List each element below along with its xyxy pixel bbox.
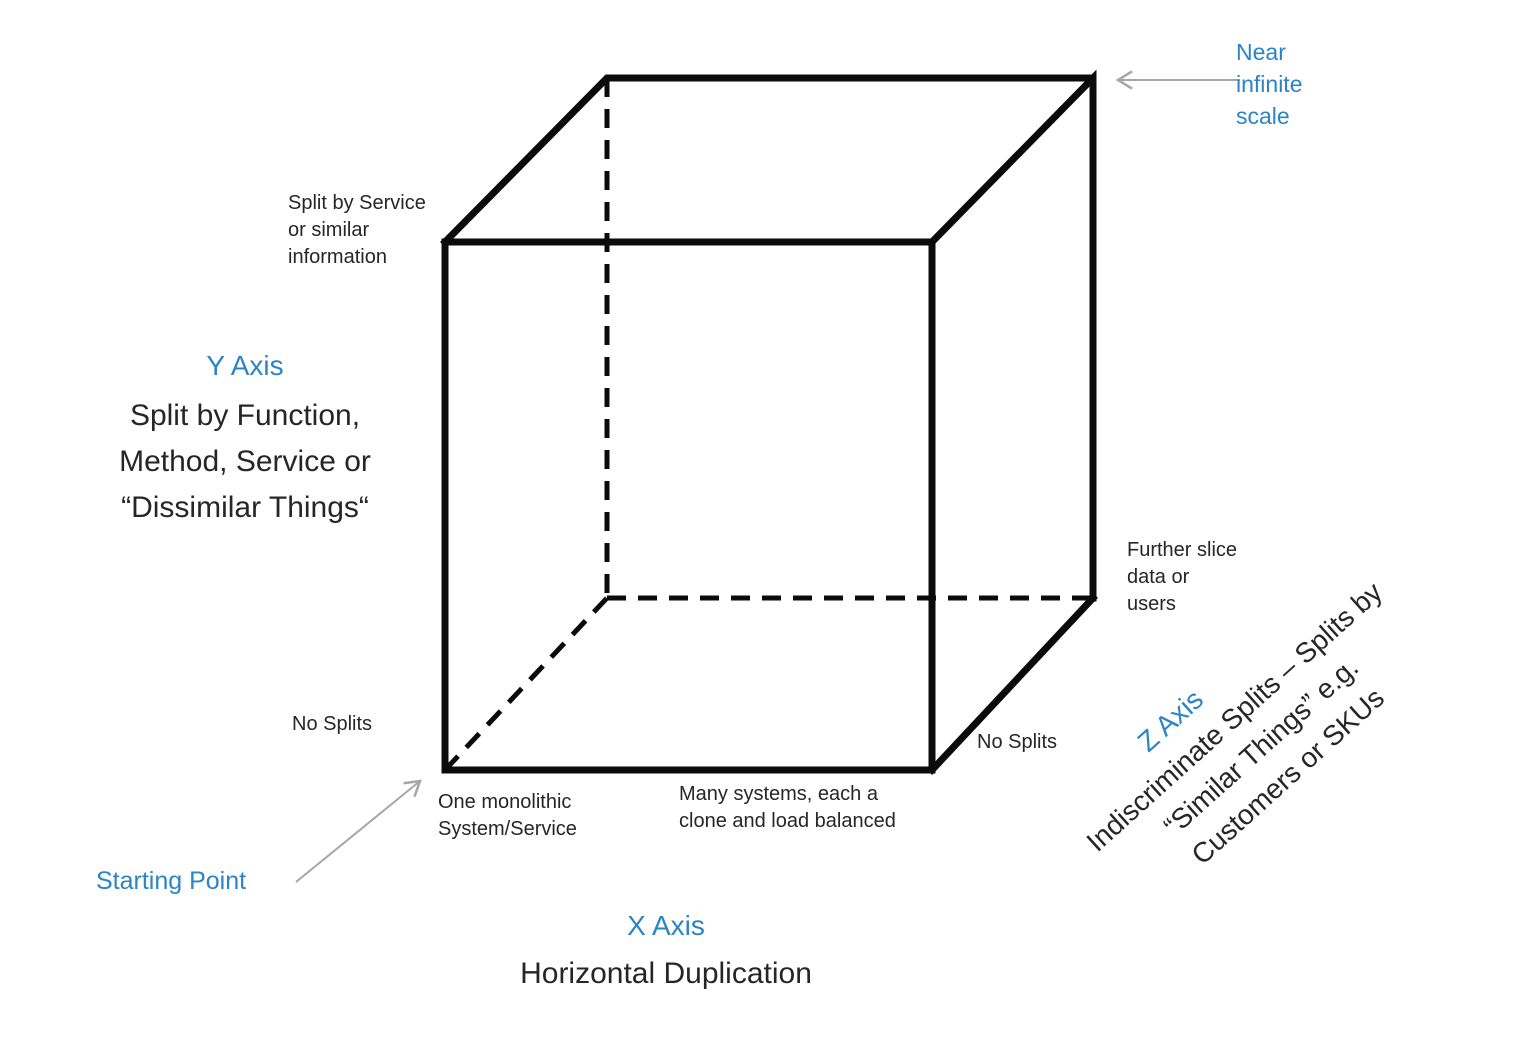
one-monolithic-label: One monolithic System/Service	[438, 789, 577, 843]
no-splits-left-label: No Splits	[292, 713, 373, 735]
y-axis-title: Y Axis	[206, 350, 284, 381]
further-slice-line: data or	[1127, 566, 1190, 588]
near-infinite-scale-line: infinite	[1236, 71, 1303, 97]
further-slice-line: Further slice	[1127, 539, 1238, 561]
cube-hidden-bottom-left-edge	[443, 596, 609, 772]
y-axis-description-line: Method, Service or	[119, 445, 371, 478]
split-by-service-line: information	[288, 246, 387, 268]
starting-point-arrow	[295, 779, 422, 883]
split-by-service-line: Split by Service	[288, 192, 426, 214]
near-infinite-scale-line: Near	[1236, 39, 1286, 65]
split-by-service-label: Split by Service or similar information	[288, 190, 426, 271]
near-infinite-scale-label: Near infinite scale	[1236, 36, 1302, 132]
cube-top-right-and-right-edge	[927, 69, 1097, 602]
many-systems-line: clone and load balanced	[679, 810, 896, 832]
no-splits-right-label: No Splits	[977, 731, 1058, 753]
starting-point-label: Starting Point	[96, 867, 247, 895]
further-slice-line: users	[1127, 593, 1176, 615]
cube-top-left-and-back-edge	[440, 74, 1097, 247]
x-axis-title: X Axis	[627, 910, 705, 941]
one-monolithic-line: System/Service	[438, 818, 577, 840]
cube-bottom-right-edge	[927, 593, 1098, 775]
further-slice-label: Further slice data or users	[1127, 537, 1237, 618]
y-axis-description: Split by Function, Method, Service or “D…	[65, 393, 425, 531]
y-axis-description-line: “Dissimilar Things“	[121, 491, 369, 524]
y-axis-description-line: Split by Function,	[129, 399, 361, 432]
one-monolithic-line: One monolithic	[438, 791, 572, 813]
many-systems-line: Many systems, each a	[679, 783, 878, 805]
split-by-service-line: or similar	[288, 219, 370, 241]
near-infinite-scale-line: scale	[1236, 103, 1290, 129]
x-axis-description: Horizontal Duplication	[520, 957, 812, 990]
many-systems-label: Many systems, each a clone and load bala…	[679, 781, 896, 835]
